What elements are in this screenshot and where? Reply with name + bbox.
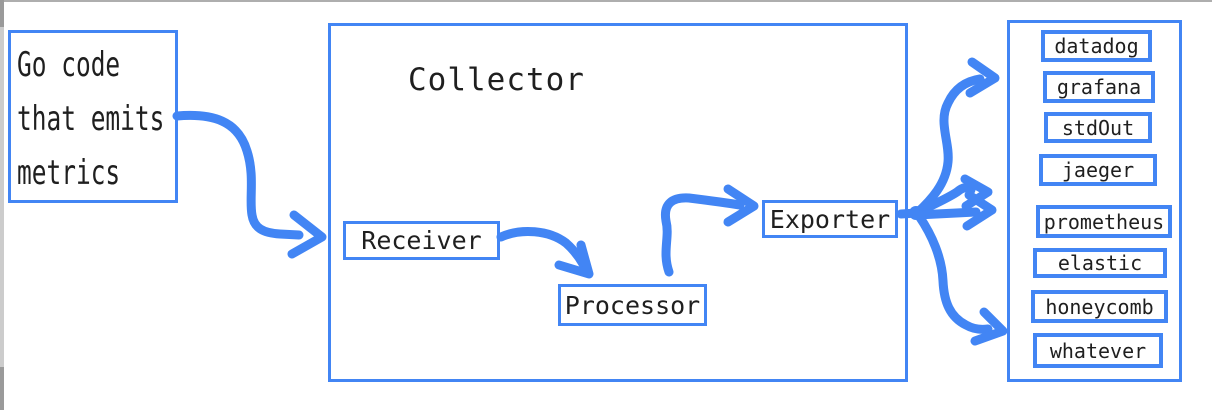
backend-label: elastic [1057,251,1143,275]
source-line-3: metrics [17,153,121,193]
backend-box-whatever: whatever [1033,333,1163,368]
backend-box-jaeger: jaeger [1039,154,1157,186]
backend-label: honeycomb [1045,294,1154,319]
backend-label: datadog [1054,34,1139,58]
backend-box-honeycomb: honeycomb [1031,290,1168,323]
processor-box: Processor [558,284,707,326]
backend-label: stdOut [1061,115,1135,140]
arrow-source-to-receiver [172,110,327,259]
backend-box-datadog: datadog [1041,30,1152,62]
backend-label: grafana [1056,75,1142,99]
collector-box [328,23,908,382]
window-top-border [0,0,1212,2]
source-code-box: Go code that emits metrics [8,30,178,203]
backend-label: jaeger [1061,158,1135,182]
backend-box-prometheus: prometheus [1036,205,1172,238]
processor-label: Processor [564,290,701,320]
backend-box-grafana: grafana [1043,71,1155,103]
arrow-exporter-fanout [896,57,1008,346]
collector-title: Collector [408,62,585,98]
exporter-label: Exporter [769,204,891,234]
source-line-1: Go code [17,45,121,85]
receiver-box: Receiver [343,221,500,260]
receiver-label: Receiver [361,226,482,255]
source-line-2: that emits [17,99,165,139]
backend-label: prometheus [1043,209,1165,234]
left-scrollbar-thumb-top[interactable] [0,0,4,27]
exporter-box: Exporter [762,200,898,238]
backend-box-elastic: elastic [1033,248,1167,278]
left-scrollbar-thumb-bottom[interactable] [0,367,4,410]
backends-container-box [1007,20,1182,382]
left-scrollbar-track[interactable] [0,0,4,410]
backend-box-stdout: stdOut [1044,112,1152,143]
backend-label: whatever [1049,338,1147,363]
